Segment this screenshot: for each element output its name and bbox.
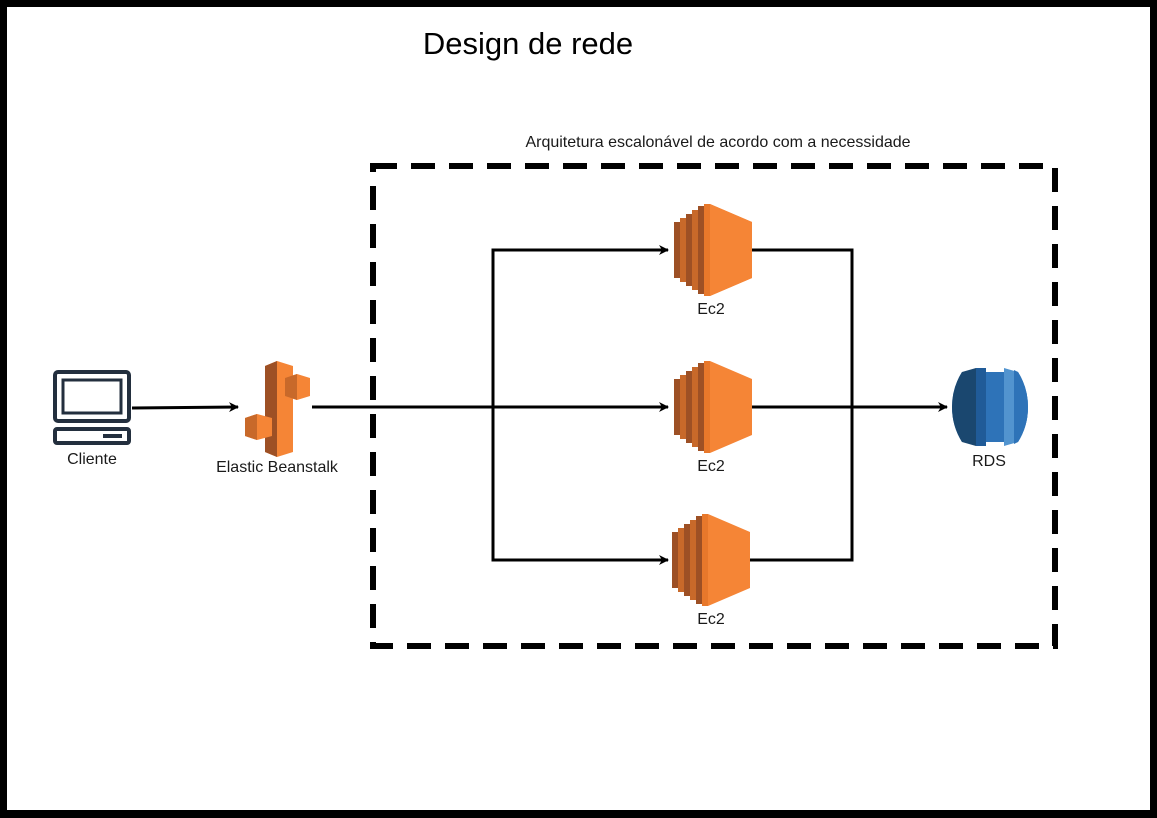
scalable-group-box (370, 163, 1058, 649)
desktop-computer-icon[interactable] (53, 370, 131, 445)
aws-elastic-beanstalk-icon[interactable] (245, 361, 310, 457)
edge-ec2-bottom-join[interactable] (750, 407, 854, 562)
beanstalk-label: Elastic Beanstalk (216, 459, 338, 476)
rds-label: RDS (972, 453, 1006, 470)
edge-split-ec2-top[interactable] (491, 245, 669, 407)
aws-rds-icon[interactable] (952, 368, 1028, 446)
edge-ec2-top-join[interactable] (752, 248, 854, 407)
ec2-middle-label: Ec2 (697, 458, 725, 475)
edge-split-ec2-bottom[interactable] (491, 407, 669, 565)
connectors (131, 245, 948, 565)
aws-ec2-icon[interactable] (674, 204, 752, 296)
client-label: Cliente (67, 451, 117, 468)
ec2-top-label: Ec2 (697, 301, 725, 318)
page-title: Design de rede (422, 26, 634, 61)
aws-ec2-icon[interactable] (674, 361, 752, 453)
edge-client-beanstalk[interactable] (131, 402, 239, 413)
ec2-bottom-label: Ec2 (697, 611, 725, 628)
group-caption: Arquitetura escalonável de acordo com a … (525, 134, 911, 151)
aws-ec2-icon[interactable] (672, 514, 750, 606)
